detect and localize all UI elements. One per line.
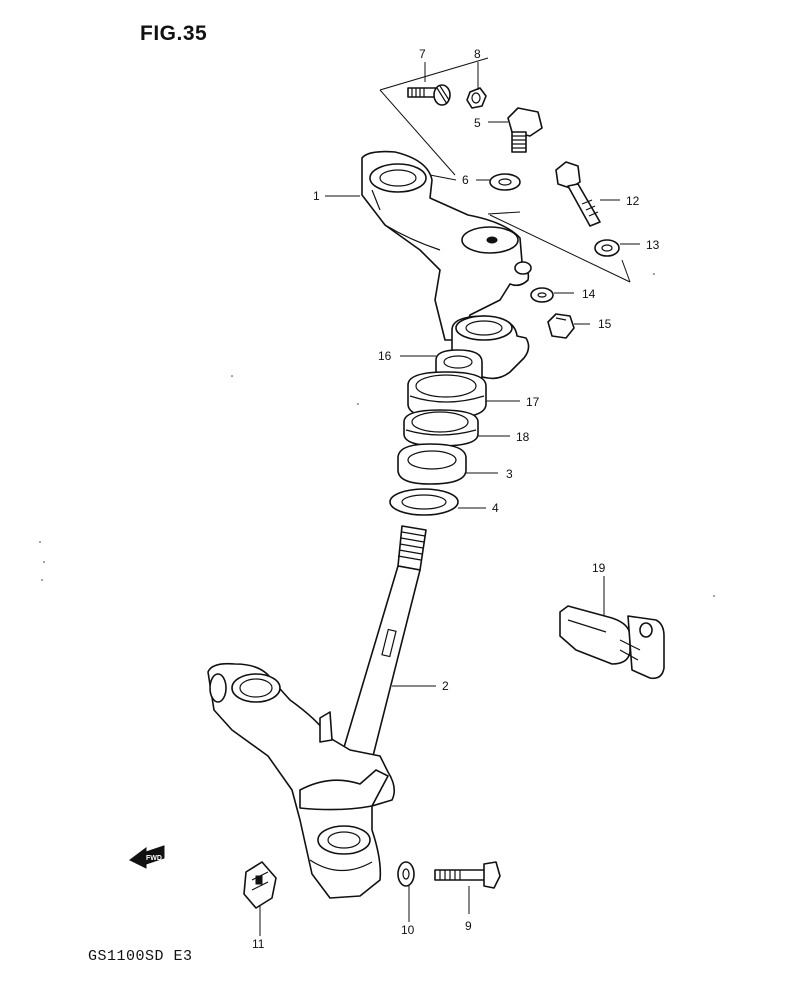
callout-2: 2 [442,679,449,693]
callout-15: 15 [598,317,612,331]
callout-18: 18 [516,430,530,444]
callout-1: 1 [313,189,320,203]
fwd-arrow-icon: FWD [129,845,165,869]
callout-7: 7 [419,47,426,61]
steering-stem [341,525,427,761]
callout-12: 12 [626,194,640,208]
bearing-3 [397,443,467,485]
scan-specks [39,273,715,597]
bolt-9 [434,861,501,889]
callout-9: 9 [465,919,472,933]
callout-3: 3 [506,467,513,481]
callout-11: 11 [252,937,265,951]
washer-6 [489,173,521,191]
nut-8 [466,87,487,109]
leader-lines [259,62,640,936]
steering-lock-19 [559,605,665,680]
bolt-5 [507,107,543,153]
callout-14: 14 [582,287,596,301]
callout-16: 16 [378,349,392,363]
bearing-18 [403,409,479,447]
figure-title: FIG.35 [140,22,208,45]
callout-10: 10 [401,923,415,937]
fwd-label: FWD [146,855,162,862]
washer-4 [389,488,459,516]
callout-5: 5 [474,116,481,130]
upper-bracket [361,150,532,341]
callout-17: 17 [526,395,540,409]
bolt-7 [407,84,451,106]
nut-15 [547,313,575,339]
bolt-12 [555,161,601,227]
dust-seal-17 [407,371,487,419]
callout-13: 13 [646,238,660,252]
lock-washer-14 [530,287,554,303]
callout-8: 8 [474,47,481,61]
washer-10 [397,861,415,887]
callout-labels: 7 8 5 6 1 12 13 14 15 16 17 18 3 4 19 2 … [252,47,660,951]
clip-11 [243,861,277,909]
lower-bracket [207,662,396,899]
model-code: GS1100SD E3 [88,948,193,965]
callout-6: 6 [462,173,469,187]
callout-19: 19 [592,561,606,575]
callout-4: 4 [492,501,499,515]
washer-13 [594,239,620,257]
